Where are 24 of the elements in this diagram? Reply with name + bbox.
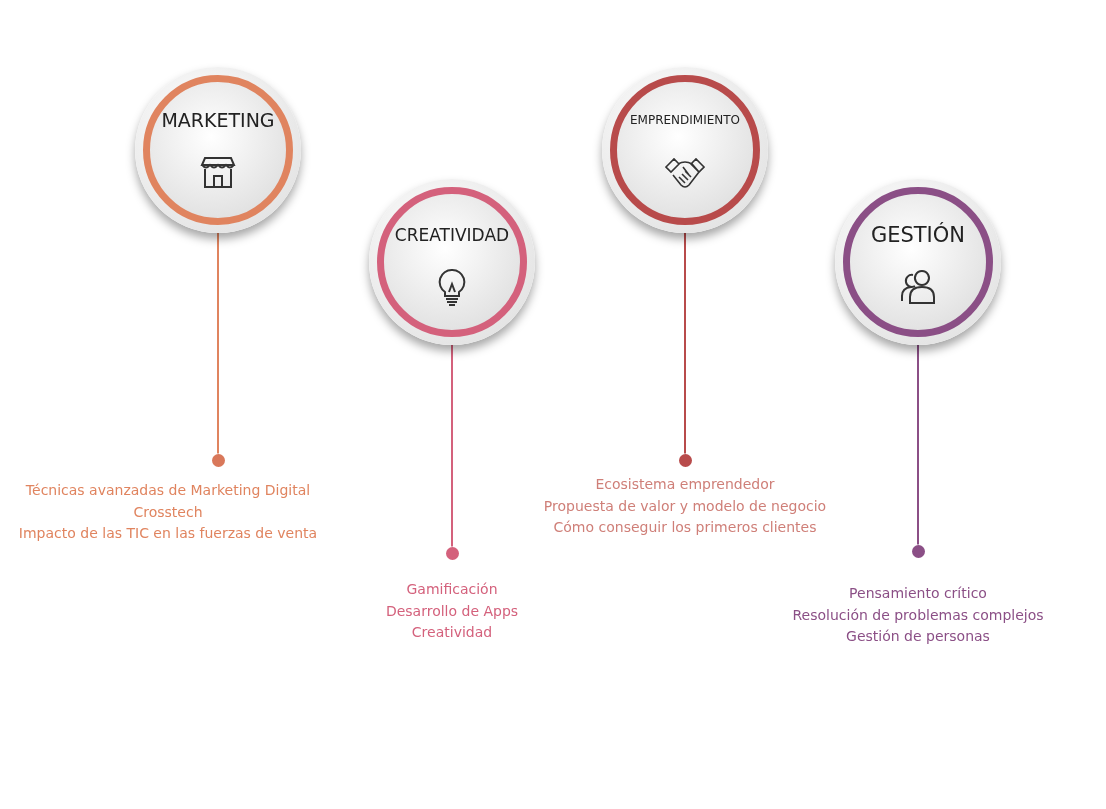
category-title: MARKETING: [160, 109, 276, 131]
topic-text: Ecosistema emprendedor: [595, 476, 775, 492]
topic-text: Resolución de problemas complejos: [792, 606, 1044, 623]
topic-text: Impacto de las TIC en las fuerzas de venta: [18, 525, 318, 541]
connector-dot: [911, 544, 925, 558]
connector-dot: [211, 453, 225, 467]
category-title: CREATIVIDAD: [393, 225, 511, 245]
connector-line: [217, 232, 219, 455]
topic-text: Pensamiento crítico: [849, 585, 987, 601]
connector-line: [917, 344, 919, 546]
topic-text: Crosstech: [133, 503, 203, 520]
topic-text: Creatividad: [411, 624, 493, 640]
topic-text: Técnicas avanzadas de Marketing Digital: [25, 482, 311, 498]
connector-line: [451, 344, 453, 548]
topic-text: Desarrollo de Apps: [385, 602, 519, 619]
topic-text: Gamificación: [406, 581, 498, 597]
category-title: GESTIÓN: [869, 223, 967, 247]
topic-text: Propuesta de valor y modelo de negocio: [543, 497, 827, 514]
topic-text: Cómo conseguir los primeros clientes: [553, 519, 817, 535]
topic-text: Gestión de personas: [846, 628, 990, 644]
connector-dot: [678, 453, 692, 467]
category-title: EMPRENDIMIENTO: [628, 113, 742, 127]
connector-line: [684, 232, 686, 455]
connector-dot: [445, 546, 459, 560]
